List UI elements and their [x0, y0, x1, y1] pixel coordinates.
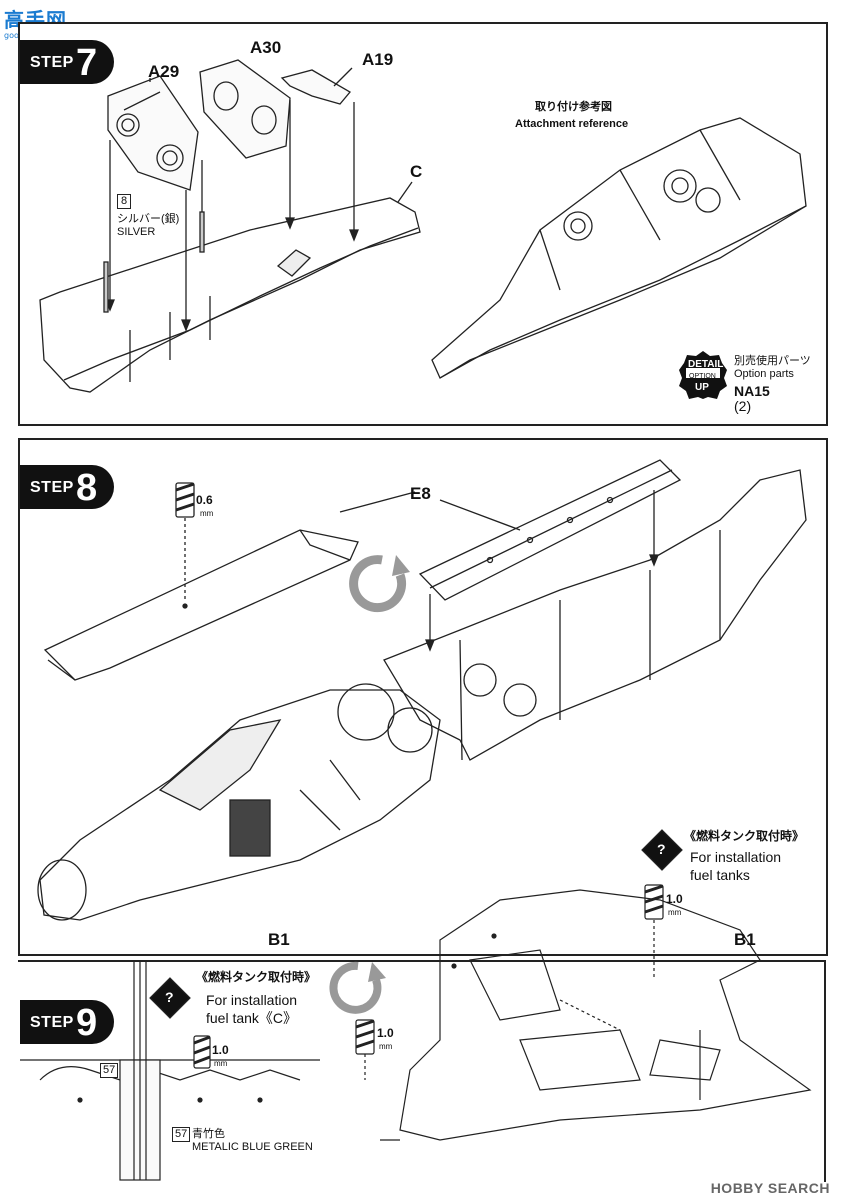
option-part-number: NA15	[734, 383, 770, 399]
step8-drill-size: 0.6	[196, 493, 213, 507]
drill-unit-c: mm	[379, 1042, 393, 1051]
fuel-tank-note-jp-right: 《燃料タンク取付時》	[684, 829, 805, 843]
step8-badge: STEP 8	[20, 465, 114, 509]
detail-line1: DETAIL	[688, 359, 724, 370]
step8-number: 8	[76, 467, 98, 509]
color-number-57-b: 57	[172, 1127, 191, 1142]
step9-number: 9	[76, 1002, 98, 1044]
part-label-a19: A19	[362, 50, 394, 69]
question-icon-left: ?	[165, 989, 174, 1005]
drill-unit-b: mm	[214, 1059, 228, 1068]
step8-drill-unit: mm	[200, 509, 214, 518]
attachment-ref-jp: 取り付け参考図	[535, 101, 612, 113]
part-label-b1-left: B1	[268, 930, 290, 949]
part-label-e8: E8	[410, 484, 431, 503]
part-label-b1-right: B1	[734, 930, 756, 949]
fuel-tank-note-en-right-2: fuel tanks	[690, 867, 750, 883]
footer-brand: HOBBY SEARCH	[710, 1180, 830, 1196]
part-label-a30: A30	[250, 38, 282, 57]
step7-word: STEP	[30, 54, 74, 71]
drill-size-c: 1.0	[377, 1026, 394, 1040]
color-number-57-a: 57	[100, 1063, 119, 1078]
fuel-tank-note-en-left-2: fuel tank《C》	[206, 1010, 298, 1026]
step9-badge: STEP 9	[20, 1000, 114, 1044]
drill-size-a: 1.0	[666, 892, 683, 906]
detail-up-badge: DETAIL OPTION UP	[678, 350, 728, 400]
drill-unit-a: mm	[668, 908, 682, 917]
detail-line3: UP	[695, 382, 709, 393]
detail-up-icon	[679, 351, 727, 399]
step8-word: STEP	[30, 479, 74, 496]
question-icon-right: ?	[657, 841, 666, 857]
color-number-box: 8	[117, 194, 132, 209]
step7-color-jp: シルバー(銀)	[117, 213, 180, 225]
step7-color-callout: 8	[117, 194, 133, 209]
step9-word: STEP	[30, 1014, 74, 1031]
fuel-tank-note-jp-left: 《燃料タンク取付時》	[196, 970, 317, 984]
drill-size-b: 1.0	[212, 1043, 229, 1057]
option-parts-jp: 別売使用パーツ	[734, 355, 811, 367]
step7-number: 7	[76, 42, 98, 84]
step7-color-en: SILVER	[117, 226, 156, 238]
step7-badge: STEP 7	[20, 40, 114, 84]
fuel-tank-note-en-left-1: For installation	[206, 992, 298, 1008]
fuel-tank-note-en-right-1: For installation	[690, 849, 782, 865]
part-label-a29: A29	[148, 62, 180, 81]
option-parts-en: Option parts	[734, 368, 794, 380]
attachment-ref-en: Attachment reference	[515, 118, 629, 130]
step9-color-en: METALIC BLUE GREEN	[192, 1141, 313, 1153]
detail-line2: OPTION	[689, 373, 716, 380]
option-part-qty: (2)	[734, 398, 752, 414]
step9-color-jp: 青竹色	[192, 1128, 225, 1140]
part-label-c: C	[410, 162, 423, 181]
step8-panel	[18, 438, 828, 956]
